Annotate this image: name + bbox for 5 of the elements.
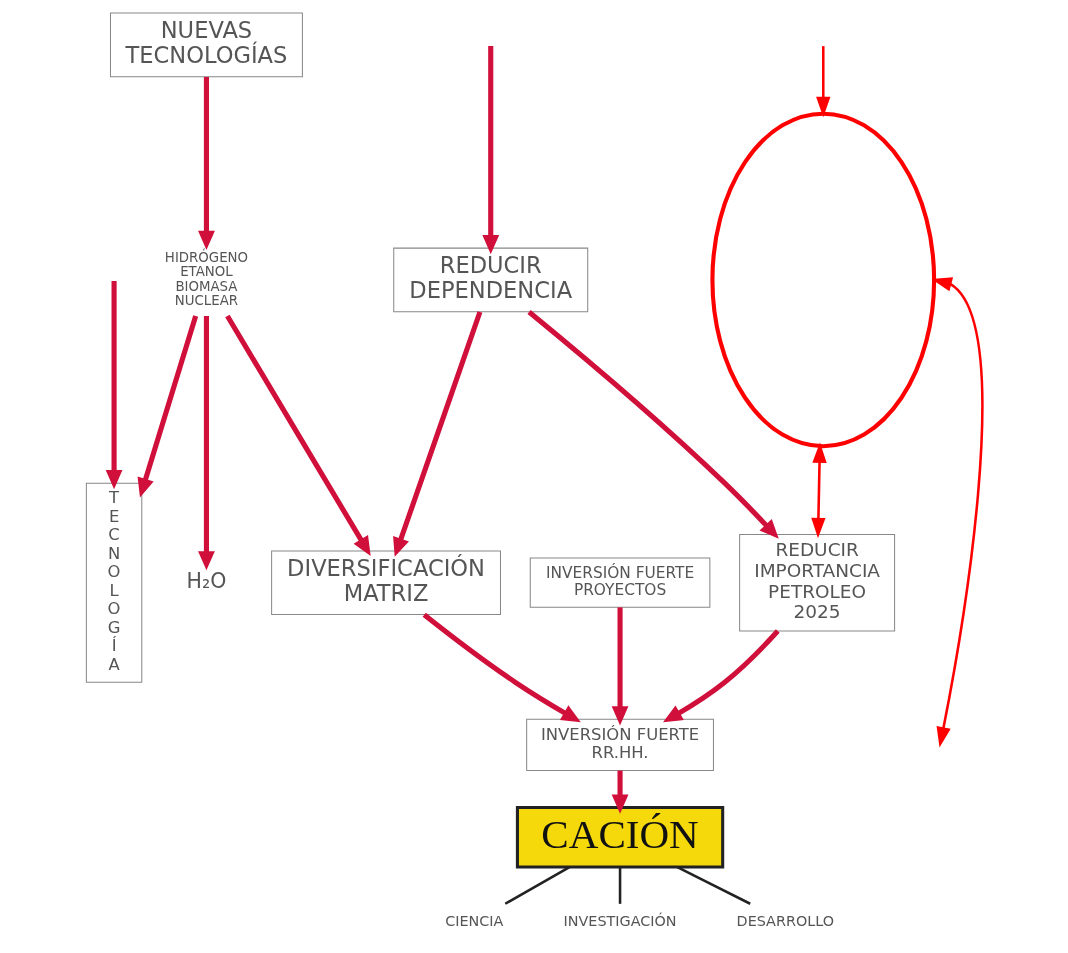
node-text: DESARROLLO bbox=[736, 912, 834, 929]
node-text: CIENCIA bbox=[444, 912, 503, 929]
node-text: HIDRÓGENO ETANOL BIOMASA NUCLEAR bbox=[164, 249, 248, 308]
node-text: INVESTIGACIÓN bbox=[563, 912, 677, 929]
node-text: H₂O bbox=[186, 568, 226, 593]
